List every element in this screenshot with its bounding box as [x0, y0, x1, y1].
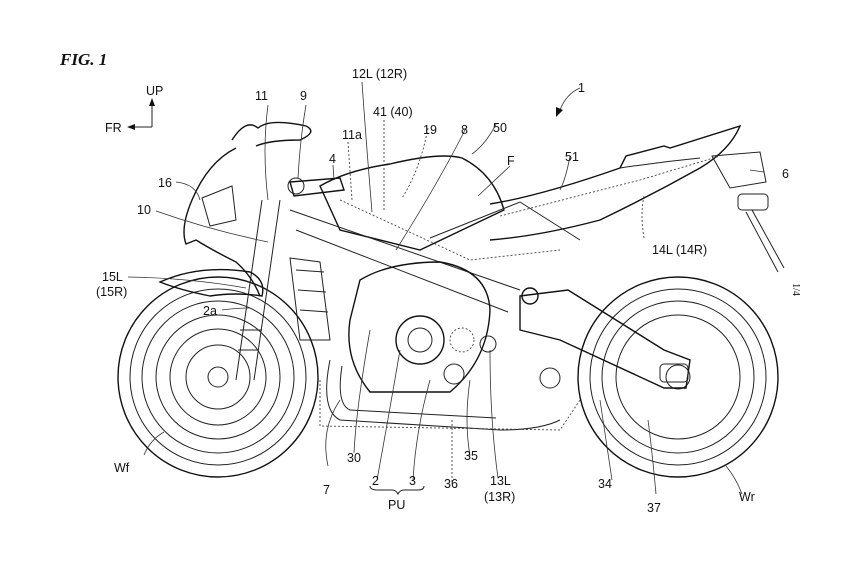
label-35: 35 — [464, 449, 478, 463]
label-4: 4 — [329, 152, 336, 166]
label-12: 12L (12R) — [352, 67, 407, 81]
front-fork — [235, 199, 281, 381]
front-wheel — [117, 276, 319, 478]
fuel-tank — [319, 155, 505, 251]
front-arrow-icon — [127, 124, 135, 130]
front-fender — [158, 268, 264, 297]
label-50: 50 — [493, 121, 507, 135]
up-arrow-icon — [149, 98, 155, 106]
frame — [289, 199, 581, 313]
swing-arm — [519, 287, 691, 389]
reference-labels: 1 11 9 12L (12R) 41 (40) 11a 19 8 50 4 F… — [96, 67, 789, 515]
label-13R: (13R) — [484, 490, 515, 504]
rear-wheel — [577, 276, 779, 478]
label-2: 2 — [372, 474, 379, 488]
label-30: 30 — [347, 451, 361, 465]
label-19: 19 — [423, 123, 437, 137]
label-14: 14L (14R) — [652, 243, 707, 257]
label-Wf: Wf — [114, 461, 130, 475]
label-7: 7 — [323, 483, 330, 497]
handlebar — [287, 177, 345, 197]
radiator — [289, 257, 331, 341]
label-16: 16 — [158, 176, 172, 190]
leader-lines — [127, 81, 765, 495]
tail-light — [711, 151, 785, 273]
power-unit — [348, 261, 497, 393]
seat-tail — [489, 124, 742, 241]
label-1: 1 — [578, 81, 585, 95]
vehicle-leader — [559, 87, 581, 111]
label-34: 34 — [598, 477, 612, 491]
figure-title: FIG. 1 — [60, 50, 108, 69]
label-36: 36 — [444, 477, 458, 491]
label-15L: 15L — [102, 270, 123, 284]
label-41: 41 (40) — [373, 105, 413, 119]
label-51: 51 — [565, 150, 579, 164]
label-37: 37 — [647, 501, 661, 515]
label-F: F — [507, 154, 515, 168]
label-3: 3 — [409, 474, 416, 488]
orientation-indicator: UP FR — [105, 84, 163, 135]
front-label: FR — [105, 121, 122, 135]
label-8: 8 — [461, 123, 468, 137]
label-11a: 11a — [342, 128, 362, 142]
label-2a: 2a — [203, 304, 217, 318]
up-label: UP — [146, 84, 163, 98]
label-6: 6 — [782, 167, 789, 181]
label-9: 9 — [300, 89, 307, 103]
front-cowl — [183, 121, 312, 297]
label-11: 11 — [255, 89, 268, 103]
label-13L: 13L — [490, 474, 511, 488]
pu-brace — [369, 485, 425, 496]
label-Wr: Wr — [739, 490, 755, 504]
vehicle-arrow-icon — [556, 107, 563, 117]
label-10: 10 — [137, 203, 151, 217]
exhaust — [319, 359, 581, 431]
label-15R: (15R) — [96, 285, 127, 299]
label-PU: PU — [388, 498, 405, 512]
